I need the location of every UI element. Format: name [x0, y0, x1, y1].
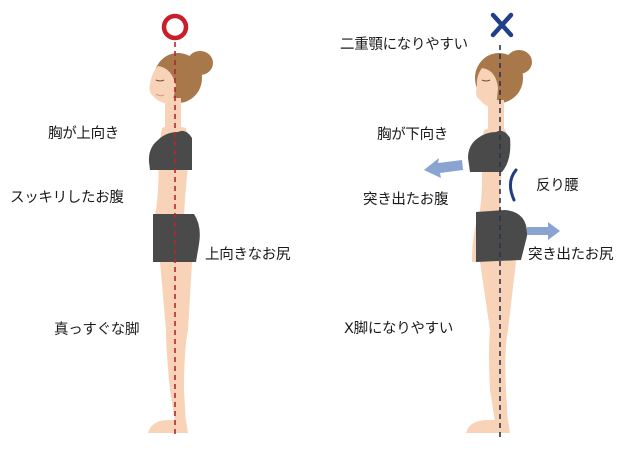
arrow-left-icon: [424, 158, 463, 178]
label-knock-knees: X脚になりやすい: [344, 321, 454, 337]
good-posture-panel: 胸が上向き スッキリしたお腹 上向きなお尻 真っすぐな脚: [10, 13, 291, 437]
bad-cross-icon: [490, 12, 514, 38]
label-slim-belly: スッキリしたお腹: [10, 190, 124, 206]
bad-posture-panel: 二重顎になりやすい 胸が下向き 突き出たお腹 反り腰 突き出たお尻 X脚になりや…: [320, 0, 639, 450]
label-lifted-hips: 上向きなお尻: [205, 247, 291, 263]
label-straight-legs: 真っすぐな脚: [54, 322, 140, 338]
good-circle-icon: [161, 13, 189, 41]
bad-posture-figure: [424, 12, 560, 437]
good-posture-figure: [148, 13, 213, 437]
arrow-right-icon: [527, 222, 560, 240]
label-sway-back: 反り腰: [536, 178, 579, 194]
sway-back-curve-icon: [509, 168, 518, 202]
label-protruding-hips: 突き出たお尻: [528, 247, 614, 263]
label-chest-up: 胸が上向き: [48, 126, 119, 142]
label-protruding-belly: 突き出たお腹: [363, 192, 449, 208]
label-chest-down: 胸が下向き: [377, 127, 448, 143]
label-double-chin: 二重顎になりやすい: [340, 37, 468, 53]
